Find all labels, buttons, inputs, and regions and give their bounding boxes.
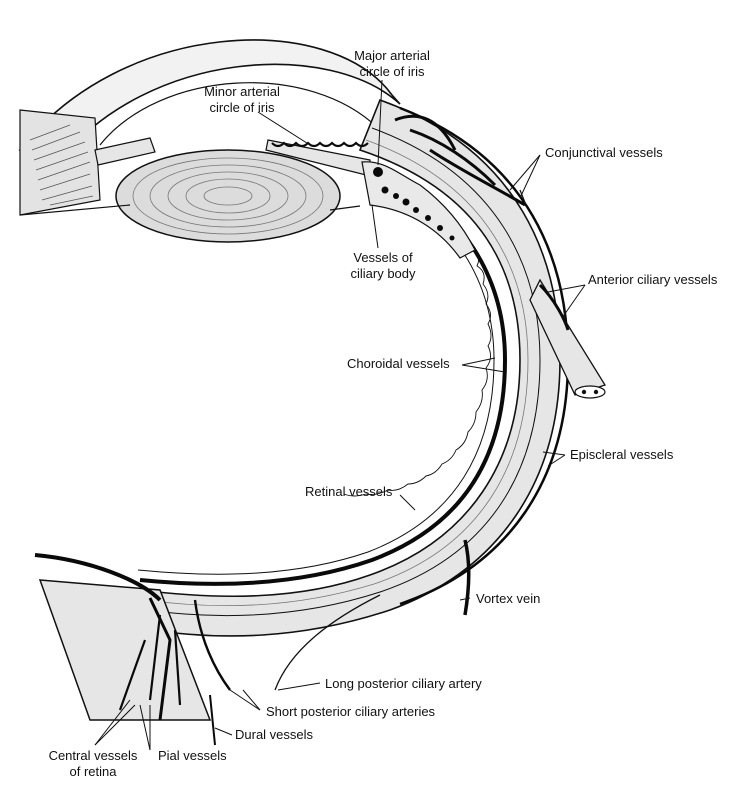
choroid-line bbox=[143, 139, 529, 607]
label-choroidal-vessels: Choroidal vessels bbox=[347, 356, 450, 371]
label-line: Major arterial bbox=[354, 48, 430, 63]
label-line: ciliary body bbox=[350, 266, 416, 281]
label-line: Central vessels bbox=[48, 748, 138, 763]
conjunctival-vessels-drawing bbox=[394, 114, 526, 207]
label-central-vessels-retina: Central vessels of retina bbox=[38, 748, 148, 780]
minor-arterial-circle-vessel bbox=[271, 141, 369, 148]
anterior-chamber-boundary bbox=[99, 82, 381, 146]
label-episcleral-vessels: Episcleral vessels bbox=[570, 447, 674, 462]
ciliary-body-vessels bbox=[373, 167, 455, 241]
central-vessel-trunk bbox=[148, 597, 172, 721]
label-line: circle of iris bbox=[359, 64, 425, 79]
long-posterior-ciliary-drawing bbox=[274, 594, 381, 691]
sclera-inner-line bbox=[145, 127, 541, 617]
label-long-posterior-ciliary-artery: Long posterior ciliary artery bbox=[325, 676, 482, 691]
retina-at-disc bbox=[34, 553, 162, 602]
label-anterior-ciliary-vessels: Anterior ciliary vessels bbox=[588, 272, 718, 287]
label-line: Minor arterial bbox=[204, 84, 280, 99]
choroidal-vessel-chain bbox=[343, 249, 492, 497]
optic-nerve bbox=[38, 579, 212, 721]
label-retinal-vessels: Retinal vessels bbox=[305, 484, 393, 499]
label-line: Vessels of bbox=[353, 250, 413, 265]
anterior-ciliary-tube-end bbox=[574, 385, 606, 399]
leader-lines bbox=[94, 79, 586, 751]
short-posterior-ciliary-drawing bbox=[193, 599, 231, 691]
vortex-vein-drawing bbox=[463, 539, 471, 616]
lens-rings bbox=[132, 157, 324, 235]
anterior-ciliary-tube bbox=[529, 278, 606, 396]
label-short-posterior-ciliary-arteries: Short posterior ciliary arteries bbox=[266, 704, 436, 719]
pial-vessels-drawing bbox=[118, 614, 182, 711]
label-vessels-ciliary-body: Vessels of ciliary body bbox=[345, 250, 421, 282]
label-conjunctival-vessels: Conjunctival vessels bbox=[545, 145, 663, 160]
label-line: circle of iris bbox=[209, 100, 275, 115]
label-dural-vessels: Dural vessels bbox=[235, 727, 314, 742]
dural-vessel-drawing bbox=[209, 694, 216, 746]
label-major-arterial-circle: Major arterial circle of iris bbox=[340, 48, 444, 80]
limbal-hatching bbox=[29, 124, 94, 206]
label-vortex-vein: Vortex vein bbox=[476, 591, 541, 606]
lens bbox=[115, 149, 341, 243]
label-line: of retina bbox=[69, 764, 117, 779]
iris-left bbox=[94, 137, 156, 166]
label-minor-arterial-circle: Minor arterial circle of iris bbox=[190, 84, 294, 116]
label-pial-vessels: Pial vessels bbox=[158, 748, 227, 763]
